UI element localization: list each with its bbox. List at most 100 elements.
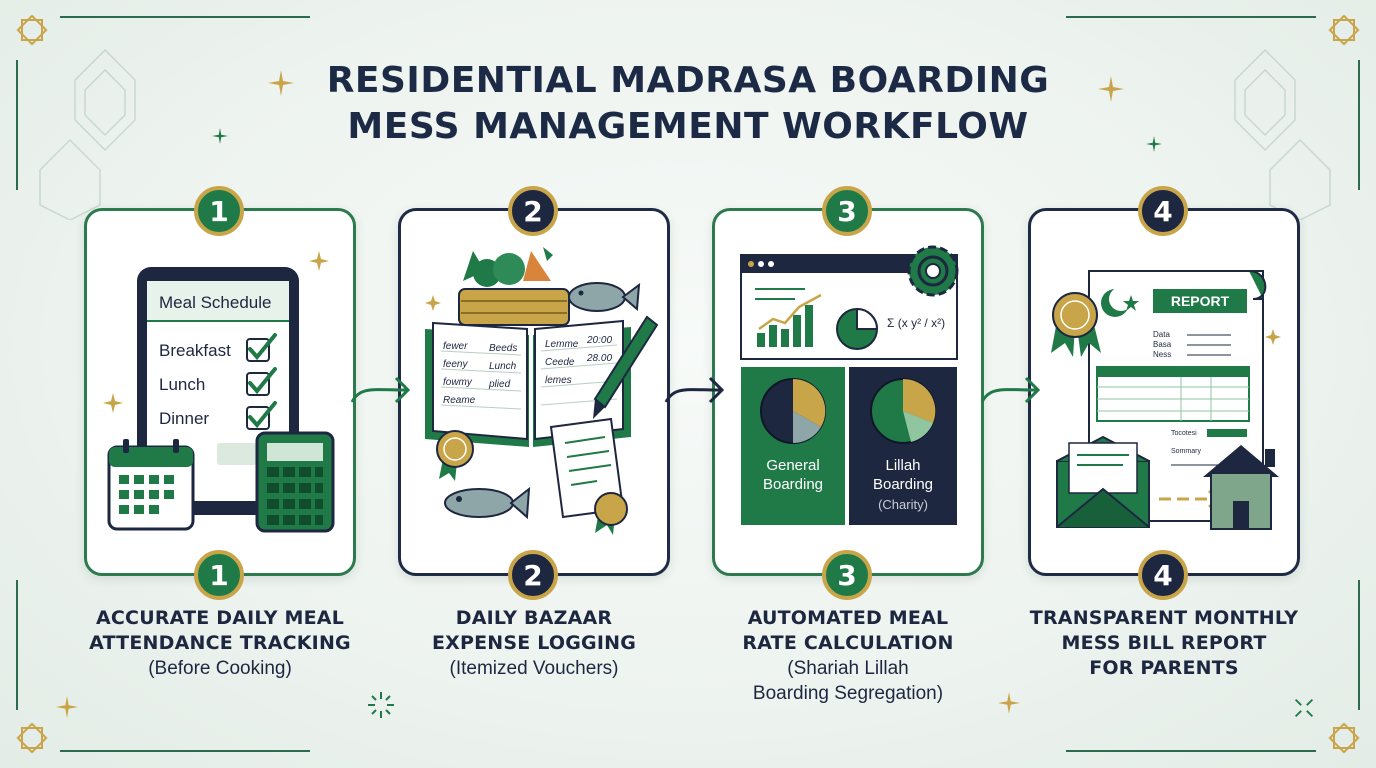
flow-arrow-3-4 [980, 376, 1041, 404]
panel-note-charity: (Charity) [878, 497, 928, 512]
gold-seal-icon [436, 430, 474, 481]
page-title: RESIDENTIAL MADRASA BOARDING MESS MANAGE… [0, 58, 1376, 150]
sparkle-icon [1146, 136, 1162, 152]
ledger-time: 20:00 [586, 335, 612, 346]
frame-line-top-right [1066, 16, 1316, 18]
meal-item-dinner: Dinner [159, 409, 209, 428]
pen-icon [593, 315, 659, 419]
panel-label-lillah: Lillah [885, 457, 920, 474]
ledger-entry: fewer [443, 341, 468, 352]
report-label: REPORT [1171, 293, 1230, 309]
step-caption-1: ACCURATE DAILY MEAL ATTENDANCE TRACKING … [60, 606, 380, 681]
gear-icon [907, 245, 959, 297]
caption-3-line-2: RATE CALCULATION [742, 632, 954, 654]
frame-line-left [16, 60, 18, 190]
sparkle-icon [56, 696, 78, 718]
vegetable-basket-icon [458, 247, 570, 326]
meal-schedule-heading: Meal Schedule [159, 293, 271, 312]
flow-arrow-2-3 [664, 376, 725, 404]
step-card-2: fewer feeny fowmy Reame Beeds Lunch plie… [398, 208, 670, 576]
sparkle-icon [998, 692, 1020, 714]
frame-line-top-left [60, 16, 310, 18]
step-badge-top-3: 3 [822, 186, 872, 236]
step-caption-3: AUTOMATED MEAL RATE CALCULATION (Shariah… [688, 606, 1008, 706]
fish-icon [444, 486, 531, 520]
caption-1-line-1: ACCURATE DAILY MEAL [96, 607, 344, 629]
caption-2-line-2: EXPENSE LOGGING [431, 632, 637, 654]
meal-item-breakfast: Breakfast [159, 341, 231, 360]
sparkle-icon [268, 70, 294, 96]
step-badge-top-4: 4 [1138, 186, 1188, 236]
step-card-1: Meal Schedule Breakfast Lunch Dinner [84, 208, 356, 576]
ledger-entry: Lunch [489, 361, 517, 372]
frame-line-right [1358, 60, 1360, 190]
voucher-icon [549, 417, 625, 519]
pie-chart-icon [836, 307, 879, 350]
monthly-report-illustration: REPORT Data Basa Ness Tocotesi Sommary [1051, 270, 1281, 530]
calendar-icon [107, 439, 195, 531]
caption-3-line-1: AUTOMATED MEAL [747, 607, 949, 629]
caption-4-line-2: MESS BILL REPORT [1061, 632, 1267, 654]
title-line-2: MESS MANAGEMENT WORKFLOW [347, 106, 1029, 147]
step-badge-top-1: 1 [194, 186, 244, 236]
step-badge-bottom-2: 2 [508, 550, 558, 600]
flow-arrow-1-2 [350, 376, 411, 404]
home-icon [1203, 445, 1279, 530]
ledger-entry: fowmy [443, 377, 473, 388]
bazaar-ledger-illustration: fewer feeny fowmy Reame Beeds Lunch plie… [425, 247, 659, 535]
ledger-entry: plied [488, 379, 511, 390]
calculator-icon [255, 431, 335, 533]
crescent-icon [1101, 287, 1139, 317]
ledger-entry: Reame [443, 395, 476, 406]
ledger-entry: Beeds [489, 343, 517, 354]
ledger-time: 28.00 [586, 353, 612, 364]
step-card-4: REPORT Data Basa Ness Tocotesi Sommary [1028, 208, 1300, 576]
pattern-right [1234, 48, 1331, 220]
step-badge-bottom-3: 3 [822, 550, 872, 600]
envelope-icon [1056, 435, 1150, 528]
checkmark-icon [248, 333, 277, 429]
corner-ornament-bottom-left [16, 722, 48, 754]
step-caption-4: TRANSPARENT MONTHLY MESS BILL REPORT FOR… [1004, 606, 1324, 681]
report-line: Basa [1153, 340, 1172, 349]
pie-chart-icon [760, 378, 826, 444]
sparkle-icon [1098, 76, 1124, 102]
step-badge-bottom-4: 4 [1138, 550, 1188, 600]
gold-seal-icon [1051, 292, 1101, 357]
formula-text: Σ (x y² / x²) [887, 316, 945, 330]
caption-1-line-2: ATTENDANCE TRACKING [89, 632, 351, 654]
report-summary-label: Sommary [1171, 448, 1201, 455]
frame-line-left-bottom [16, 580, 18, 710]
corner-ornament-bottom-right [1328, 722, 1360, 754]
frame-line-right-bottom [1358, 580, 1360, 710]
step-badge-bottom-1: 1 [194, 550, 244, 600]
gold-seal-icon [594, 492, 628, 535]
burst-icon [368, 692, 394, 718]
corner-ornament-top-left [16, 14, 48, 46]
panel-label-general: General [766, 457, 819, 474]
panel-label-general-2: Boarding [763, 476, 823, 493]
sparkle-icon [212, 128, 228, 144]
caption-3-sub-1: (Shariah Lillah [787, 658, 909, 679]
checkbox-icon [246, 338, 270, 430]
report-line: Data [1153, 330, 1170, 339]
report-total-label: Tocotesi [1171, 430, 1197, 437]
caption-2-sub-1: (Itemized Vouchers) [449, 658, 619, 679]
frame-line-bottom-right [1066, 750, 1316, 752]
title-line-1: RESIDENTIAL MADRASA BOARDING [326, 60, 1050, 101]
corner-ornament-top-right [1328, 14, 1360, 46]
caption-3-sub-2: Boarding Segregation) [752, 683, 944, 704]
pattern-left [39, 48, 136, 220]
meal-item-lunch: Lunch [159, 375, 205, 394]
caption-2-line-1: DAILY BAZAAR [455, 607, 613, 629]
report-line: Ness [1153, 350, 1171, 359]
step-card-3: Σ (x y² / x²) General Boarding Lillah Bo… [712, 208, 984, 576]
pie-chart-icon [870, 378, 936, 444]
ledger-entry: Lemme [545, 339, 579, 350]
ledger-entry: Ceede [545, 357, 575, 368]
step-badge-top-2: 2 [508, 186, 558, 236]
bar-chart-icon [755, 288, 822, 347]
caption-1-sub-1: (Before Cooking) [148, 658, 292, 679]
caption-4-line-1: TRANSPARENT MONTHLY [1029, 607, 1299, 629]
fish-icon [568, 282, 641, 312]
